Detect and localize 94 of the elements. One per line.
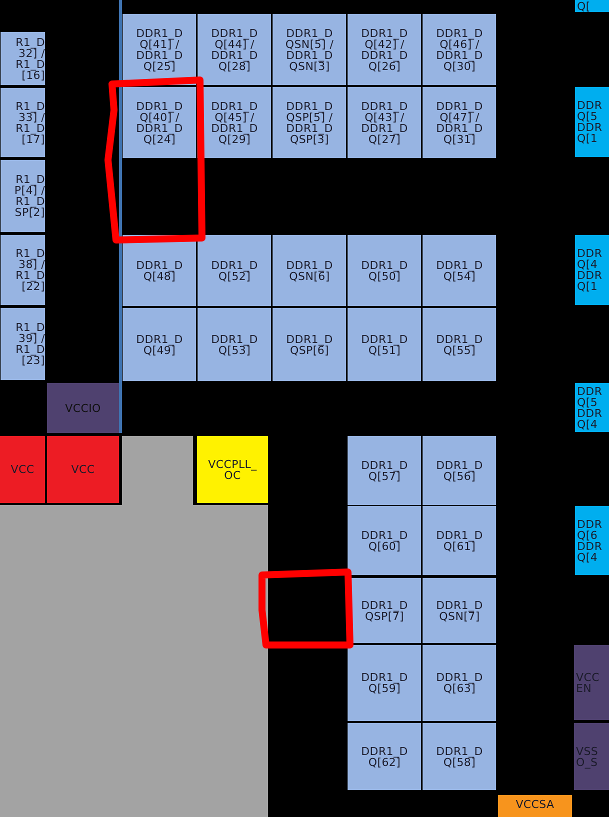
pin-name: DDR1_D Q[48] (135, 260, 184, 282)
pin-cell (0, 436, 45, 503)
pin-cell (47, 436, 119, 503)
pin-name: DDR1_D Q[43] / DDR1_D Q[27] (360, 100, 409, 144)
pin-name: DDR1_D QSP[7] (360, 600, 409, 622)
pin-name: DDR1_D Q[61] (435, 530, 484, 552)
pin-cell (574, 723, 609, 790)
pin-cell (422, 14, 496, 85)
pin-cell (197, 308, 271, 381)
pin-cell (347, 723, 421, 790)
pin-name: DDR1_D Q[63] (435, 672, 484, 694)
pin-name: Q[ (577, 0, 592, 12)
pin-name: R1_D 39] / R1_D [23] (14, 322, 45, 366)
pin-cell (272, 235, 346, 306)
pin-name: DDR1_D Q[50] (360, 260, 409, 282)
pin-name: DDR1_D QSP[6] (285, 334, 334, 356)
pin-name: R1_D 33] / R1_D [17] (14, 100, 45, 144)
pin-cell (422, 87, 496, 158)
pin-cell (347, 436, 421, 505)
pin-name: DDR Q[5 DDR Q[1 (577, 100, 604, 144)
pin-name: R1_D 38] / R1_D [22] (14, 248, 45, 292)
pin-cell (0, 160, 45, 232)
pin-name: VCC (10, 464, 36, 475)
pin-name: DDR1_D Q[40] / DDR1_D Q[24] (135, 100, 184, 144)
pin-cell (197, 235, 271, 306)
pin-name: DDR1_D Q[51] (360, 334, 409, 356)
pin-cell (272, 87, 346, 158)
pin-cell (422, 506, 496, 575)
pin-cell (575, 235, 609, 305)
pin-name: DDR Q[5 DDR Q[4 (577, 386, 604, 430)
pin-cell (122, 14, 196, 85)
pin-cell (422, 645, 496, 721)
pin-name: DDR1_D Q[45] / DDR1_D Q[29] (210, 100, 259, 144)
pin-name: VCCPLL_ OC (207, 458, 258, 480)
pin-name: VCC (70, 464, 96, 475)
pin-cell (0, 32, 45, 85)
pin-cell (575, 87, 609, 157)
pin-name: DDR1_D Q[41] / DDR1_D Q[25] (135, 28, 184, 72)
pin-cell (347, 235, 421, 306)
pin-name: DDR1_D Q[46] / DDR1_D Q[30] (435, 28, 484, 72)
pin-cell (0, 308, 45, 380)
pin-name: DDR1_D QSN[7] (435, 600, 484, 622)
pin-name: DDR1_D QSN[6] (285, 260, 334, 282)
pin-name: DDR Q[4 DDR Q[1 (577, 248, 604, 292)
pin-cell (574, 645, 609, 720)
pin-name: DDR1_D Q[59] (360, 672, 409, 694)
pin-cell (422, 308, 496, 381)
pin-name: VCC EN (576, 672, 600, 694)
pin-name: DDR1_D Q[47] / DDR1_D Q[31] (435, 100, 484, 144)
pin-cell (422, 578, 496, 643)
pin-name: DDR1_D Q[62] (360, 746, 409, 768)
pin-cell (272, 14, 346, 85)
pin-cell (422, 436, 496, 505)
pin-cell (422, 235, 496, 306)
pin-name: DDR1_D QSN[5] / DDR1_D QSN[3] (284, 28, 335, 72)
pin-name: DDR1_D Q[57] (360, 460, 409, 482)
pin-cell (347, 14, 421, 85)
pin-cell (347, 506, 421, 575)
pin-name: DDR Q[6 DDR Q[4 (577, 518, 604, 562)
pin-name: R1_D 32] / R1_D [16] (14, 36, 45, 80)
pin-name: DDR1_D Q[53] (210, 334, 259, 356)
pin-name: DDR1_D Q[54] (435, 260, 484, 282)
pin-cell (575, 383, 609, 432)
pin-cell (422, 723, 496, 790)
pin-cell (197, 14, 271, 85)
pin-cell (122, 87, 196, 158)
pin-cell (498, 795, 572, 817)
pin-name: DDR1_D Q[58] (435, 746, 484, 768)
pin-cell (0, 235, 45, 305)
pin-cell (575, 506, 609, 575)
pin-name: VSS O_S (576, 746, 600, 768)
pin-name: DDR1_D Q[60] (360, 530, 409, 552)
pin-cell (575, 0, 609, 12)
pin-cell (122, 308, 196, 381)
pin-name: VCCSA (514, 799, 556, 810)
pin-cell (347, 87, 421, 158)
pin-name: DDR1_D Q[44] / DDR1_D Q[28] (210, 28, 259, 72)
pin-cell (347, 308, 421, 381)
pin-name: VCCIO (64, 402, 102, 414)
pin-cell (197, 436, 268, 503)
pin-cell (0, 88, 45, 157)
pin-name: DDR1_D Q[49] (135, 334, 184, 356)
pin-name: R1_D P[4] / R1_D SP[2] (13, 174, 45, 218)
pin-name: DDR1_D Q[55] (435, 334, 484, 356)
pin-cell (347, 645, 421, 721)
pin-name: DDR1_D Q[42] / DDR1_D Q[26] (360, 28, 409, 72)
pin-name: DDR1_D Q[52] (210, 260, 259, 282)
pin-cell (47, 383, 119, 433)
pin-cell (272, 308, 346, 381)
pin-name: DDR1_D Q[56] (435, 460, 484, 482)
keep-out-area (0, 436, 268, 817)
pin-cell (197, 87, 271, 158)
pin-name: DDR1_D QSP[5] / DDR1_D QSP[3] (285, 100, 334, 144)
pin-cell (122, 235, 196, 306)
